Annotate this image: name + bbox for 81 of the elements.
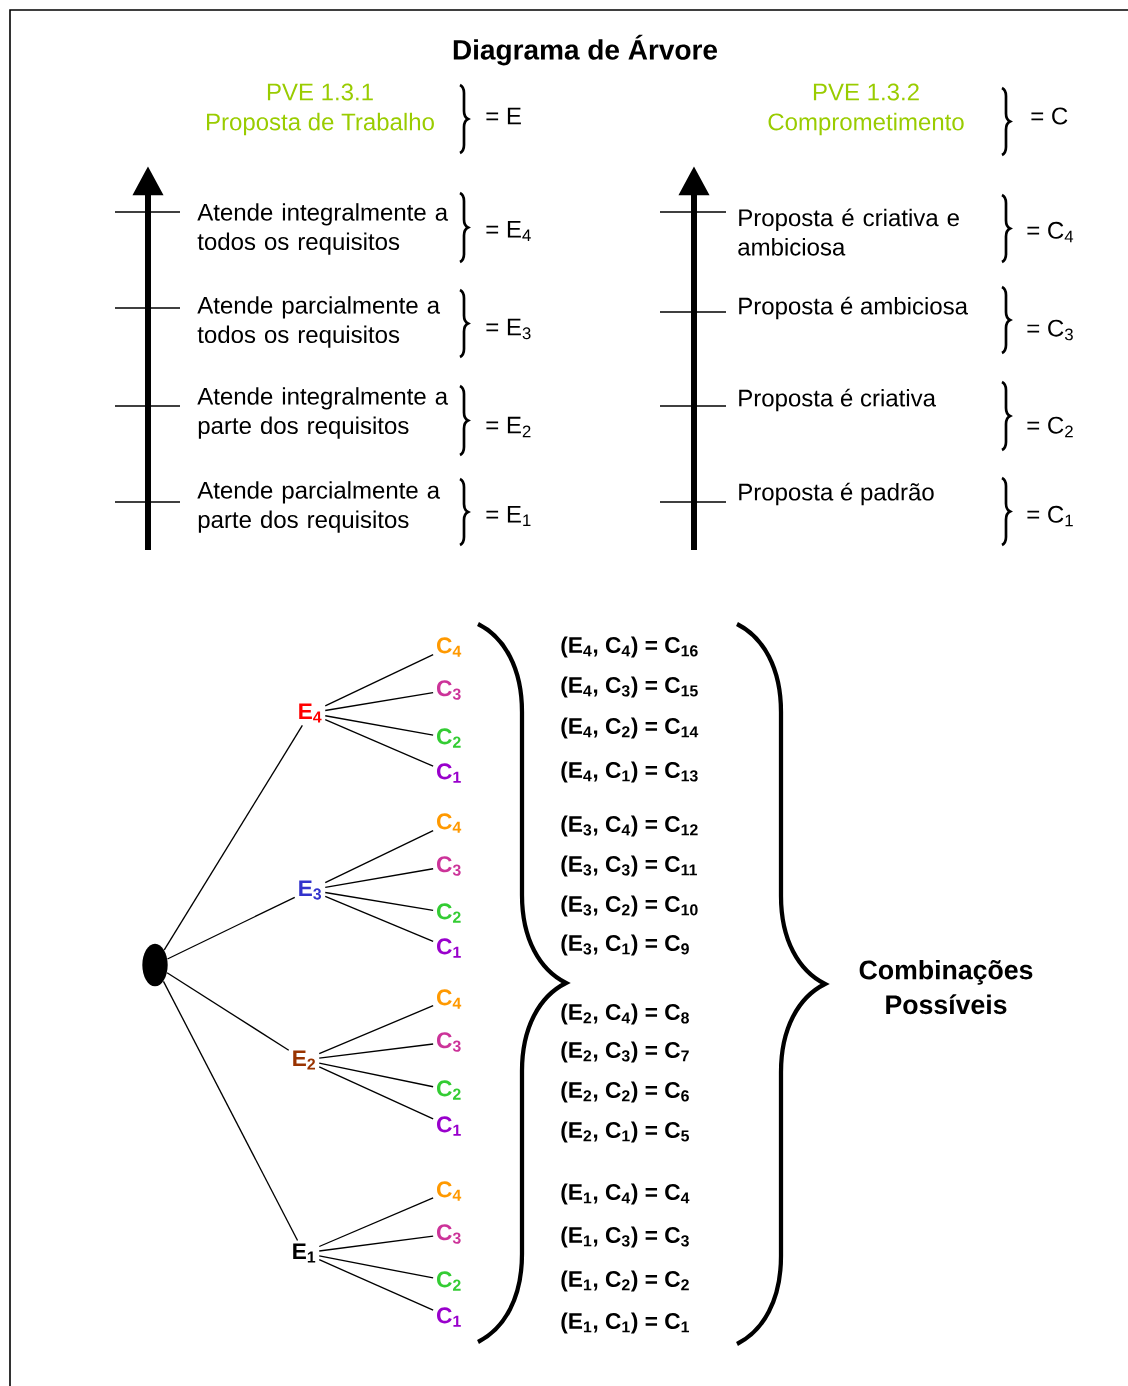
branch-label: C$_{4}$ [437,813,462,833]
equation-label: = C$_{1}$ [1027,505,1073,527]
combination-text: (E$_{2}$, C$_{4}$) = C$_{8}$ [561,1003,689,1025]
equation-label: = E [486,107,521,125]
branch-label: C$_{1}$ [437,763,461,783]
level-description: Proposta é ambiciosa [739,296,968,320]
level-description: Atende parcialmente a parte dos requisitos [197,481,440,533]
branch-label: E$_{2}$ [293,1050,315,1070]
scale-heading: PVE 1.3.1 [267,83,373,101]
branch-line [324,868,434,889]
combination-text: (E$_{4}$, C$_{1}$) = C$_{13}$ [561,761,698,783]
combination-text: (E$_{1}$, C$_{2}$) = C$_{2}$ [561,1270,689,1292]
branch-label: C$_{2}$ [437,903,461,923]
level-description: Atende integralmente a todos os requisitos [197,203,449,255]
combination-text: (E$_{4}$, C$_{2}$) = C$_{14}$ [561,717,699,739]
branch-label: C$_{3}$ [437,1032,461,1052]
equation-label: = C$_{2}$ [1027,416,1073,438]
branch-label: C$_{1}$ [437,1307,461,1327]
branch-label: C$_{2}$ [437,728,461,748]
branch-line [324,715,434,736]
combination-text: (E$_{3}$, C$_{4}$) = C$_{12}$ [561,815,698,837]
branch-label: E$_{4}$ [299,703,322,723]
level-description: Proposta é criativa [739,388,936,412]
branch-line [324,891,434,912]
equation-label: = E$_{4}$ [486,220,531,242]
branch-label: C$_{3}$ [437,680,461,700]
branch-line [324,830,434,884]
branch-label: C$_{1}$ [437,1116,461,1136]
branch-label: C$_{2}$ [437,1271,461,1291]
combination-text: (E$_{2}$, C$_{2}$) = C$_{6}$ [561,1081,689,1103]
branch-label: C$_{3}$ [437,856,461,876]
combination-text: (E$_{4}$, C$_{3}$) = C$_{15}$ [561,676,698,698]
brace-caption: Combinações Possíveis [859,959,1033,1015]
branch-label: C$_{2}$ [437,1080,461,1100]
equation-label: = E$_{1}$ [486,505,531,527]
branch-line [318,1235,434,1252]
branch-label: C$_{4}$ [437,989,462,1009]
branch-line [318,1043,434,1059]
branch-line [318,1062,434,1088]
level-description: Atende integralmente a parte dos requisitos [197,387,449,439]
branch-line [324,718,434,767]
equation-label: = C [1031,107,1068,125]
combination-text: (E$_{2}$, C$_{3}$) = C$_{7}$ [561,1041,689,1063]
combination-text: (E$_{3}$, C$_{1}$) = C$_{9}$ [561,934,689,956]
branch-line [166,972,290,1051]
combination-text: (E$_{3}$, C$_{2}$) = C$_{10}$ [561,895,698,917]
combination-text: (E$_{1}$, C$_{1}$) = C$_{1}$ [561,1312,689,1334]
level-description: Atende parcialmente a todos os requisitos [197,296,440,348]
branch-line [324,691,434,712]
branch-line [318,1066,434,1120]
equation-label: = C$_{4}$ [1027,221,1074,243]
scale-heading: Proposta de Trabalho [207,112,434,136]
branch-label: E$_{1}$ [293,1243,316,1263]
branch-label: E$_{3}$ [299,880,322,900]
branch-label: C$_{1}$ [437,938,461,958]
equation-label: = E$_{2}$ [486,416,531,438]
branch-line [318,1259,434,1311]
scale-heading: PVE 1.3.2 [813,83,919,101]
branch-label: C$_{4}$ [437,1181,462,1201]
branch-line [318,1197,434,1248]
combination-text: (E$_{1}$, C$_{3}$) = C$_{3}$ [561,1226,689,1248]
root-dot [142,943,168,987]
level-description: Proposta é padrão [739,482,934,506]
branch-line [324,653,434,707]
combination-text: (E$_{2}$, C$_{1}$) = C$_{5}$ [561,1121,689,1143]
equation-label: = E$_{3}$ [486,318,531,340]
combination-text: (E$_{1}$, C$_{4}$) = C$_{4}$ [561,1183,690,1205]
combination-text: (E$_{4}$, C$_{4}$) = C$_{16}$ [561,636,698,658]
branch-line [166,896,296,960]
equation-label: = C$_{3}$ [1027,319,1073,341]
branch-line [162,980,299,1242]
scale-heading: Comprometimento [768,112,964,136]
combination-text: (E$_{3}$, C$_{3}$) = C$_{11}$ [561,855,697,877]
branch-line [318,1255,434,1279]
branch-line [163,724,303,951]
level-description: Proposta é criativa e ambiciosa [738,208,959,256]
branch-line [318,1005,434,1055]
branch-label: C$_{4}$ [437,637,462,657]
diagram-title: Diagrama de Árvore [453,34,718,66]
branch-label: C$_{3}$ [437,1224,461,1244]
branch-line [324,895,434,943]
